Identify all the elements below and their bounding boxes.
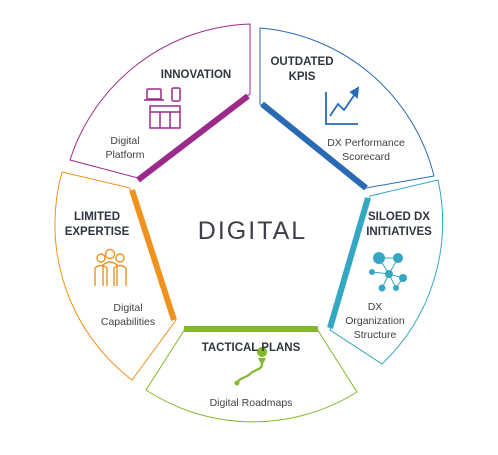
tactical-plans-segment xyxy=(145,328,358,423)
computer-devices-icon xyxy=(144,87,181,129)
limited-expertise-subtitle: Digital Capabilities xyxy=(100,302,156,328)
innovation-accent-bar xyxy=(136,93,250,183)
outdated-kpis-segment xyxy=(259,27,435,189)
center-title: DIGITAL xyxy=(197,217,308,245)
siloed-dx-heading: SILOED DX INITIATIVES xyxy=(366,211,432,238)
tactical-plans-heading: TACTICAL PLANS xyxy=(201,342,301,354)
outdated-kpis-accent-bar xyxy=(260,101,368,191)
siloed-dx-accent-bar xyxy=(327,197,371,329)
tactical-plans-subtitle: Digital Roadmaps xyxy=(209,397,293,409)
innovation-heading: INNOVATION xyxy=(160,69,232,81)
route-pin-icon xyxy=(234,347,268,386)
team-people-icon xyxy=(94,248,127,286)
innovation-segment xyxy=(69,23,251,179)
limited-expertise-accent-bar xyxy=(129,189,177,321)
outdated-kpis-heading: OUTDATED KPIS xyxy=(270,56,334,83)
outdated-kpis-subtitle: DX Performance Scorecard xyxy=(327,137,405,163)
limited-expertise-heading: LIMITED EXPERTISE xyxy=(64,211,130,238)
limited-expertise-segment xyxy=(54,171,177,381)
growth-chart-icon xyxy=(325,86,360,125)
siloed-dx-subtitle: DX Organization Structure xyxy=(345,301,405,341)
network-people-icon xyxy=(369,252,407,292)
innovation-subtitle: Digital Platform xyxy=(105,135,145,161)
